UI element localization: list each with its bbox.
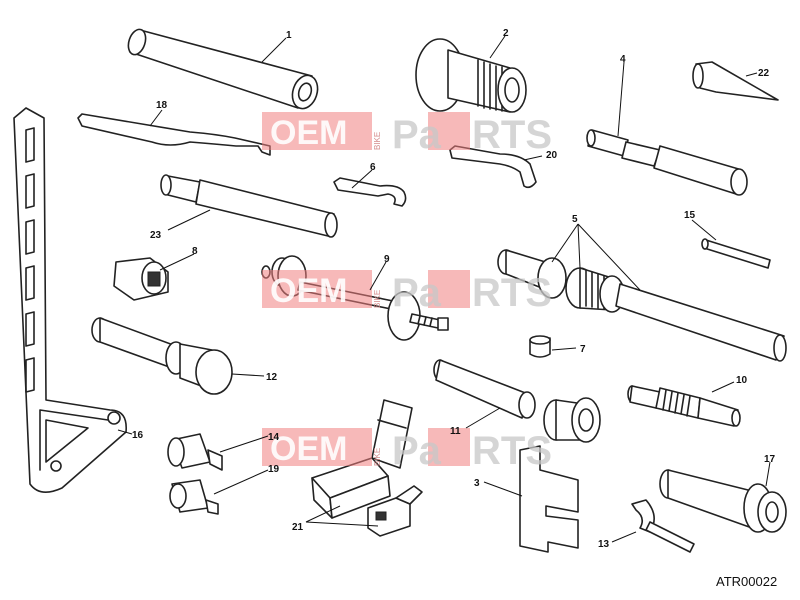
callout-23: 23 [150, 230, 162, 241]
part-22-cone [692, 61, 779, 101]
callout-14: 14 [268, 432, 280, 443]
watermark-brand-right-a: Pa [392, 271, 442, 315]
leader-lines [117, 35, 771, 543]
callout-numbers: 1 2 3 4 5 6 7 8 9 10 11 12 13 14 15 16 1… [132, 28, 776, 550]
watermark-brand-left: OEM [270, 272, 347, 310]
part-2-flanged-bushing [415, 38, 527, 113]
watermark-brand-mid: BIKE [373, 448, 382, 466]
watermark-middle: OEM BIKE Pa RTS [262, 270, 552, 315]
part-3-plate-gauge [519, 445, 579, 553]
part-18-flat-spanner [77, 113, 271, 156]
callout-17: 17 [764, 454, 776, 465]
part-23-long-bar [160, 174, 338, 238]
part-7-clip [529, 335, 551, 358]
part-5-sleeves-and-shaft [497, 249, 787, 362]
part-14-drift [167, 433, 223, 471]
watermark-top: OEM BIKE Pa RTS [262, 112, 552, 157]
part-21-case-and-gauge [311, 399, 423, 537]
part-19-drift [169, 479, 219, 515]
diagram-code: ATR00022 [716, 574, 777, 589]
part-4-stepped-pin [586, 129, 748, 196]
callout-19: 19 [268, 464, 280, 475]
watermark-brand-right-a: Pa [392, 113, 442, 157]
part-20-small-spanner [449, 145, 537, 189]
callout-15: 15 [684, 210, 696, 221]
part-17-flanged-sleeve [659, 469, 787, 533]
part-1-long-cylinder [127, 28, 319, 110]
watermark-brand-right-a: Pa [392, 429, 442, 473]
callout-13: 13 [598, 539, 610, 550]
callout-16: 16 [132, 430, 144, 441]
watermark-brand-right-b: RTS [472, 271, 552, 315]
callout-1: 1 [286, 30, 292, 41]
watermark-brand-mid: BIKE [373, 290, 382, 308]
callout-7: 7 [580, 344, 586, 355]
part-11-bar-and-bushing [433, 359, 601, 443]
watermark-brand-mid: BIKE [373, 132, 382, 150]
callout-22: 22 [758, 68, 770, 79]
callout-9: 9 [384, 254, 390, 265]
part-13-pin-spanner [631, 499, 695, 553]
callout-4: 4 [620, 54, 626, 65]
callout-18: 18 [156, 100, 168, 111]
callout-5: 5 [572, 214, 578, 225]
part-12-stepped-cylinder [91, 317, 233, 395]
callout-8: 8 [192, 246, 198, 257]
callout-21: 21 [292, 522, 304, 533]
callout-10: 10 [736, 375, 748, 386]
part-6-hook-spanner [333, 177, 407, 207]
part-16-support-bracket [13, 107, 127, 493]
watermark-brand-left: OEM [270, 430, 347, 468]
callout-11: 11 [450, 426, 461, 437]
part-10-knurled-pin [627, 385, 741, 427]
callout-2: 2 [503, 28, 509, 39]
part-15-small-pin [701, 238, 771, 269]
watermark-brand-right-b: RTS [472, 113, 552, 157]
watermark-bottom: OEM BIKE Pa RTS [262, 428, 552, 473]
watermark-brand-left: OEM [270, 114, 347, 152]
part-8-socket [113, 257, 169, 301]
callout-12: 12 [266, 372, 278, 383]
callout-6: 6 [370, 162, 376, 173]
callout-3: 3 [474, 478, 480, 489]
watermark-brand-right-b: RTS [472, 429, 552, 473]
callout-20: 20 [546, 150, 558, 161]
